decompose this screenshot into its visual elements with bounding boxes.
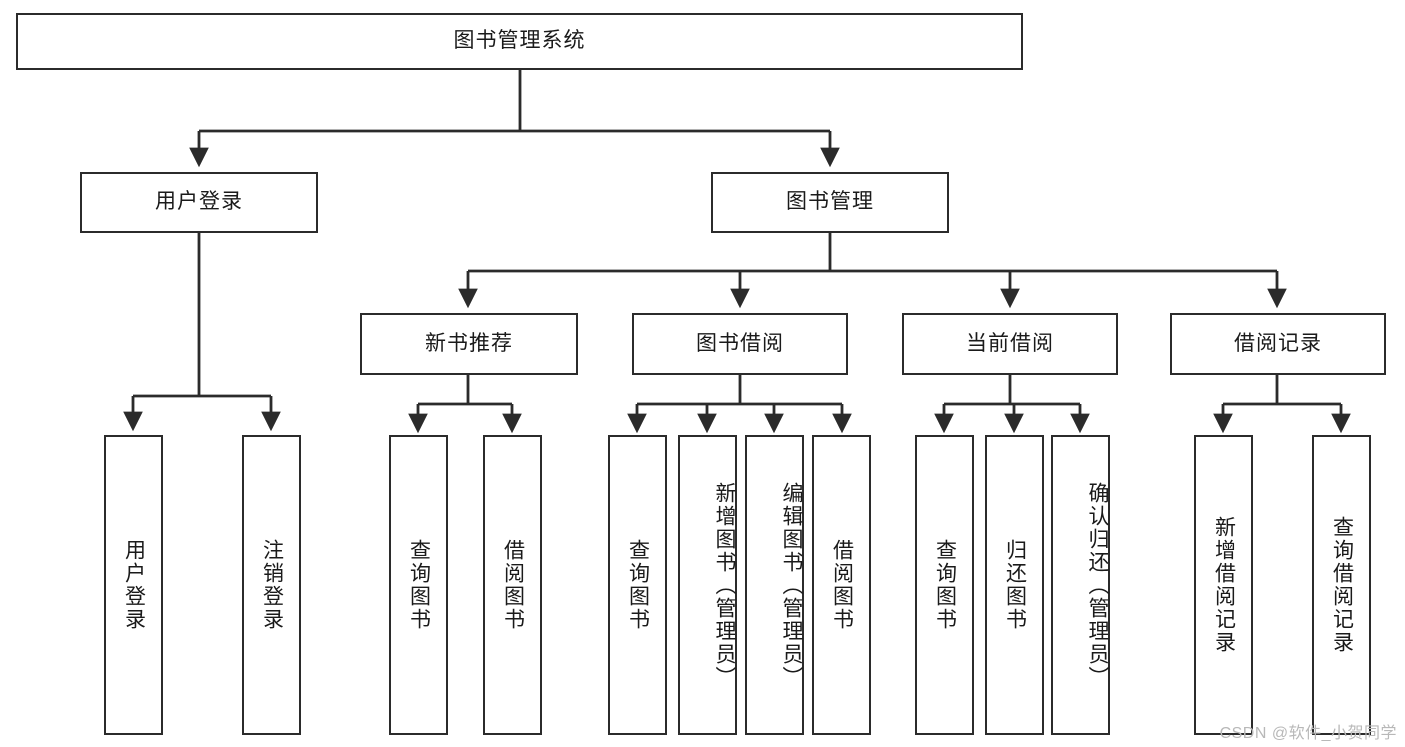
leaf-query-book-1[interactable]: 查询图书 <box>389 435 448 735</box>
leaf-return-book-label: 归还图书 <box>1003 539 1027 631</box>
csdn-watermark: CSDN @软件_小贺同学 <box>1219 725 1397 742</box>
leaf-add-book-label: 新增图书（管理员） <box>713 481 736 689</box>
leaf-confirm-return-label: 确认归还（管理员） <box>1086 481 1109 689</box>
node-user-login-label: 用户登录 <box>155 190 243 214</box>
node-book-borrow-label: 图书借阅 <box>696 331 784 355</box>
leaf-borrow-book-2-label: 借阅图书 <box>830 539 854 631</box>
node-root[interactable]: 图书管理系统 <box>16 13 1023 70</box>
leaf-user-login-label: 用户登录 <box>122 539 146 631</box>
leaf-logout-login-label: 注销登录 <box>260 539 284 631</box>
leaf-add-book[interactable]: 新增图书（管理员） <box>678 435 737 735</box>
leaf-return-book[interactable]: 归还图书 <box>985 435 1044 735</box>
leaf-query-book-3-label: 查询图书 <box>933 539 957 631</box>
leaf-borrow-book-1[interactable]: 借阅图书 <box>483 435 542 735</box>
leaf-query-book-2-label: 查询图书 <box>626 539 650 631</box>
leaf-query-book-1-label: 查询图书 <box>407 539 431 631</box>
leaf-add-record[interactable]: 新增借阅记录 <box>1194 435 1253 735</box>
leaf-add-record-label: 新增借阅记录 <box>1212 516 1236 654</box>
node-borrow-record-label: 借阅记录 <box>1234 331 1322 355</box>
node-user-login[interactable]: 用户登录 <box>80 172 318 233</box>
leaf-query-record[interactable]: 查询借阅记录 <box>1312 435 1371 735</box>
node-new-book-recommend-label: 新书推荐 <box>425 331 513 355</box>
node-new-book-recommend[interactable]: 新书推荐 <box>360 313 578 375</box>
leaf-user-login[interactable]: 用户登录 <box>104 435 163 735</box>
node-book-manage-label: 图书管理 <box>786 190 874 214</box>
leaf-borrow-book-2[interactable]: 借阅图书 <box>812 435 871 735</box>
leaf-query-record-label: 查询借阅记录 <box>1330 516 1354 654</box>
leaf-logout-login[interactable]: 注销登录 <box>242 435 301 735</box>
node-current-borrow-label: 当前借阅 <box>966 331 1054 355</box>
leaf-confirm-return[interactable]: 确认归还（管理员） <box>1051 435 1110 735</box>
leaf-query-book-3[interactable]: 查询图书 <box>915 435 974 735</box>
node-borrow-record[interactable]: 借阅记录 <box>1170 313 1386 375</box>
leaf-query-book-2[interactable]: 查询图书 <box>608 435 667 735</box>
leaf-edit-book-label: 编辑图书（管理员） <box>780 481 803 689</box>
node-book-manage[interactable]: 图书管理 <box>711 172 949 233</box>
node-current-borrow[interactable]: 当前借阅 <box>902 313 1118 375</box>
leaf-borrow-book-1-label: 借阅图书 <box>501 539 525 631</box>
node-root-label: 图书管理系统 <box>453 29 586 53</box>
node-book-borrow[interactable]: 图书借阅 <box>632 313 848 375</box>
leaf-edit-book[interactable]: 编辑图书（管理员） <box>745 435 804 735</box>
